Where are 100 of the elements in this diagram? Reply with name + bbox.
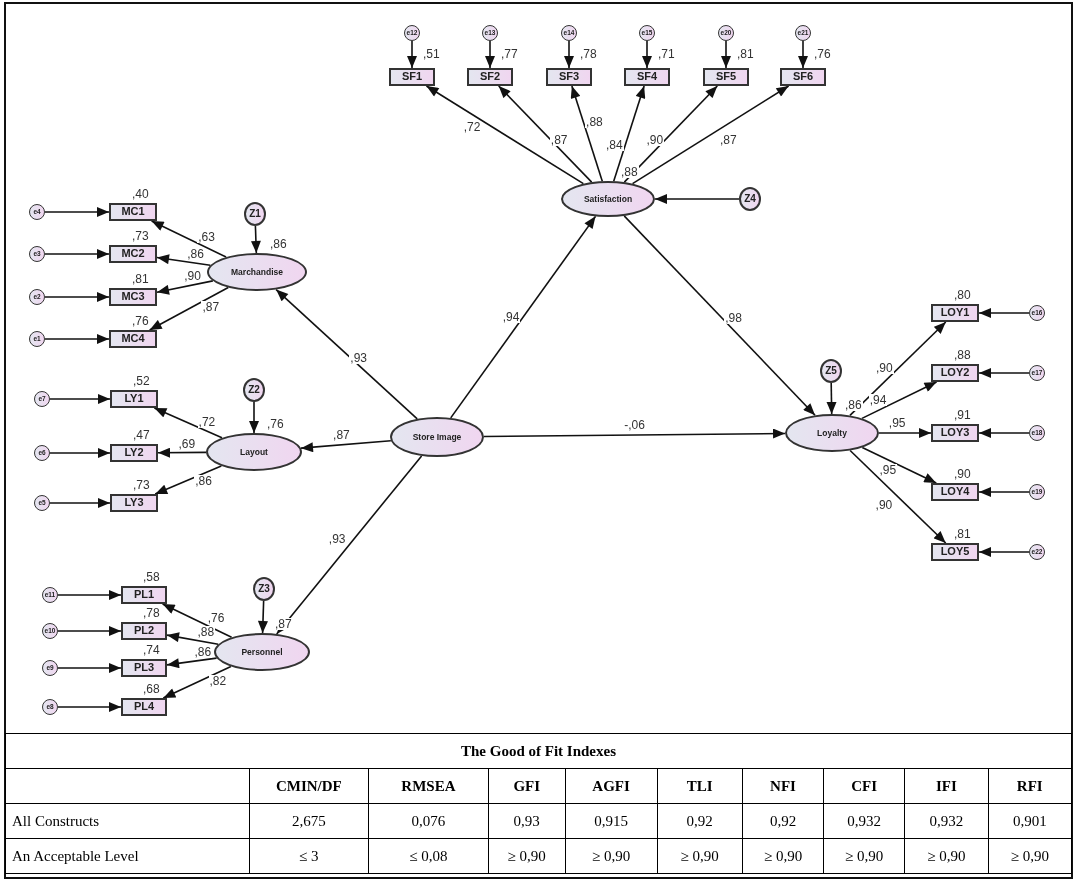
table-cell: 0,901: [988, 803, 1072, 839]
disturbance-circle: [253, 577, 275, 601]
column-header: RMSEA: [368, 768, 489, 804]
error-circle: [1029, 484, 1045, 500]
indicator-box: [546, 68, 592, 86]
r-squared-value: ,81: [736, 48, 755, 60]
path-arrow: [49, 448, 111, 458]
r-squared-value: ,52: [132, 375, 151, 387]
indicator-box: [110, 494, 158, 512]
indicator-label: LOY3: [940, 427, 970, 439]
path-coefficient: ,88: [196, 625, 216, 638]
r-squared-value: ,71: [657, 48, 676, 60]
indicator-label: LOY2: [940, 367, 970, 379]
indicator-label: LY2: [124, 447, 144, 459]
indicator-box: [109, 288, 157, 306]
error-circle: [29, 246, 45, 262]
r-squared-value: ,88: [953, 349, 972, 361]
path-coefficient: ,87: [549, 134, 569, 147]
indicator-box: [121, 659, 167, 677]
indicator-label: LOY5: [940, 546, 970, 558]
construct-label: Store Image: [412, 432, 462, 442]
r-squared-value: ,81: [131, 273, 150, 285]
table-cell: ≤ 0,08: [368, 838, 489, 874]
path-arrow: [878, 428, 932, 438]
path-arrow: [157, 447, 207, 458]
r-squared-value: ,74: [142, 644, 161, 656]
indicator-box: [624, 68, 670, 86]
error-circle: [34, 445, 50, 461]
disturbance-label: Z4: [744, 193, 756, 205]
path-arrow: [249, 401, 259, 434]
r-squared-value: ,76: [813, 48, 832, 60]
r-squared-value: ,40: [131, 188, 150, 200]
path-coefficient: ,95: [878, 463, 898, 476]
error-circle: [1029, 425, 1045, 441]
indicator-box: [109, 245, 157, 263]
path-arrow: [623, 215, 816, 417]
path-arrow: [57, 702, 122, 712]
table-cell: ≤ 3: [249, 838, 369, 874]
path-coefficient: ,86: [194, 474, 213, 487]
path-arrow: [483, 428, 786, 439]
r-squared-value: ,51: [422, 48, 441, 60]
disturbance-circle: [243, 378, 265, 402]
error-circle: [718, 25, 734, 41]
error-circle: [34, 495, 50, 511]
indicator-label: SF5: [715, 71, 737, 83]
indicator-box: [121, 698, 167, 716]
table-cell: ≥ 0,90: [904, 838, 989, 874]
table-cell: 0,915: [565, 803, 657, 839]
path-arrow: [44, 292, 110, 302]
construct-label: Personnel: [241, 647, 283, 657]
path-coefficient: ,94: [501, 311, 521, 324]
indicator-label: SF6: [792, 71, 814, 83]
path-arrow: [275, 455, 423, 635]
indicator-box: [109, 203, 157, 221]
path-arrow: [275, 288, 418, 420]
path-arrow: [161, 603, 233, 639]
error-circle: [1029, 365, 1045, 381]
column-header: TLI: [657, 768, 743, 804]
path-coefficient: ,98: [724, 311, 743, 324]
column-header: CMIN/DF: [249, 768, 369, 804]
path-arrow: [150, 220, 227, 258]
path-arrow: [49, 498, 111, 508]
indicator-label: LOY1: [940, 307, 970, 319]
indicator-box: [389, 68, 435, 86]
r-squared-value: ,77: [500, 48, 519, 60]
table-title: The Good of Fit Indexes: [5, 733, 1072, 769]
table-cell: 2,675: [249, 803, 369, 839]
path-arrow: [654, 194, 740, 204]
r-squared-value: ,76: [131, 315, 150, 327]
table-cell: 0,92: [742, 803, 824, 839]
column-header: NFI: [742, 768, 824, 804]
path-coefficient: ,69: [177, 437, 197, 450]
path-arrow: [978, 487, 1030, 497]
construct-label: Marchandise: [231, 267, 283, 277]
table-cell: 0,92: [657, 803, 743, 839]
table-cell: ≥ 0,90: [742, 838, 824, 874]
indicator-label: SF3: [558, 71, 580, 83]
r-squared-value: ,73: [131, 230, 150, 242]
table-cell: 0,932: [823, 803, 905, 839]
error-circle: [1029, 305, 1045, 321]
disturbance-circle: [244, 202, 266, 226]
row-header: An Acceptable Level: [5, 838, 249, 874]
indicator-label: PL1: [133, 589, 155, 601]
construct-label: Layout: [240, 447, 268, 457]
error-circle: [29, 289, 45, 305]
error-circle: [29, 204, 45, 220]
path-arrow: [57, 663, 122, 673]
r-squared-value: ,78: [142, 607, 161, 619]
r-squared-value: ,73: [132, 479, 151, 491]
path-coefficient: ,87: [332, 428, 351, 441]
path-arrow: [57, 590, 122, 600]
path-arrow: [570, 85, 604, 182]
indicator-label: PL2: [133, 625, 155, 637]
path-arrow: [57, 626, 122, 636]
r-squared-value: ,88: [620, 166, 639, 178]
column-header: CFI: [823, 768, 905, 804]
indicator-label: SF1: [401, 71, 423, 83]
indicator-box: [121, 586, 167, 604]
path-arrow: [250, 225, 261, 254]
disturbance-circle: [820, 359, 842, 383]
